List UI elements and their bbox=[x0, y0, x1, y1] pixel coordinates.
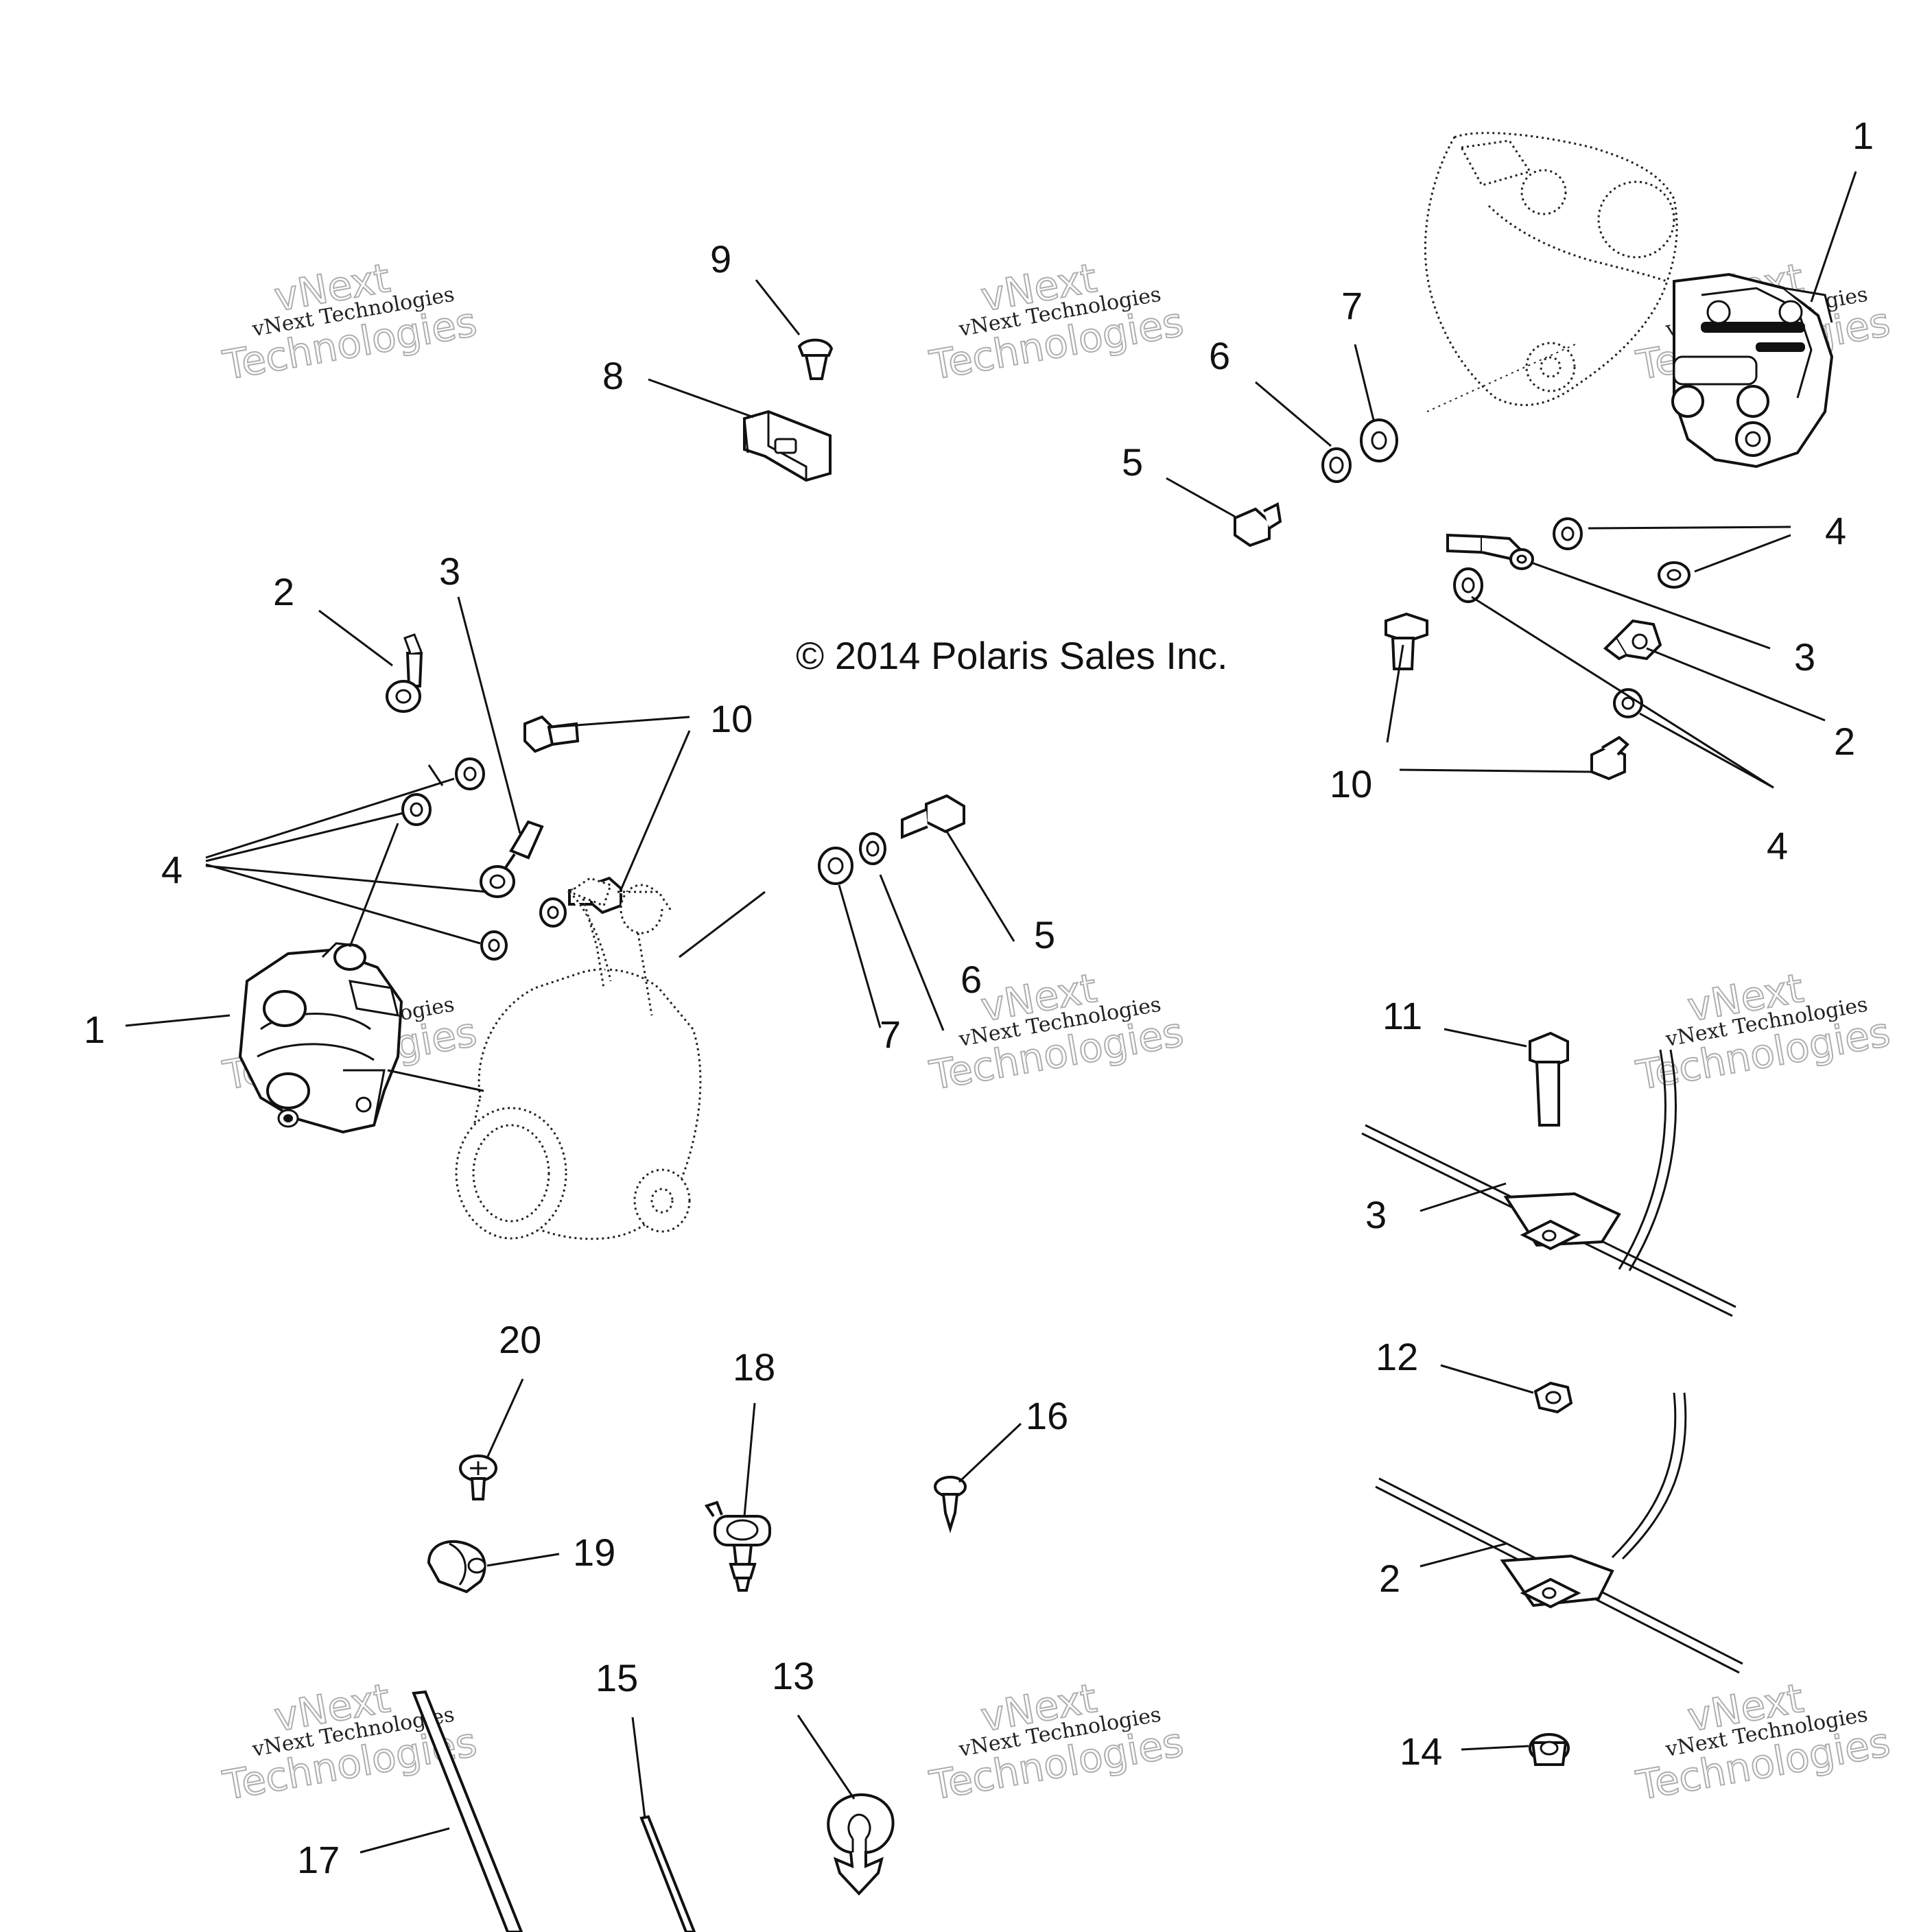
nut-14 bbox=[1529, 1733, 1570, 1766]
strip-17 bbox=[412, 1690, 523, 1932]
callout-2-clamp: 2 bbox=[1379, 1557, 1400, 1600]
washer-4-left-d bbox=[480, 930, 508, 961]
callout-4-right-top: 4 bbox=[1825, 509, 1846, 552]
callout-20: 20 bbox=[499, 1318, 541, 1361]
brake-line-clamp-2 bbox=[1375, 1392, 1743, 1674]
bolt-10-left-a bbox=[523, 715, 580, 753]
copyright-notice: © 2014 Polaris Sales Inc. bbox=[796, 634, 1228, 677]
callout-7-top: 7 bbox=[1341, 284, 1363, 327]
callout-17: 17 bbox=[297, 1838, 340, 1881]
washer-4-right-d bbox=[1613, 688, 1643, 718]
banjo-2-left bbox=[386, 633, 423, 713]
callout-14: 14 bbox=[1400, 1730, 1442, 1773]
bracket-8 bbox=[743, 410, 832, 482]
bolt-10-right-a bbox=[1385, 612, 1428, 670]
assembly-line-caliper-left bbox=[387, 1069, 484, 1092]
washer-7-mid bbox=[818, 847, 853, 885]
knuckle-left-dotted bbox=[455, 877, 702, 1240]
washer-4-right-a bbox=[1553, 517, 1583, 550]
washer-6-mid bbox=[859, 832, 886, 865]
clip-13 bbox=[827, 1793, 895, 1896]
nut-12 bbox=[1533, 1381, 1573, 1414]
callout-labels: 1 1 2 2 2 3 3 3 4 4 4 5 5 6 6 7 7 8 9 10… bbox=[84, 114, 1874, 1881]
callout-19: 19 bbox=[573, 1531, 615, 1574]
watermark-top-left: vNext vNext Technologies Technologies bbox=[219, 254, 481, 390]
banjo-3-right bbox=[1446, 533, 1534, 570]
rivet-16 bbox=[934, 1476, 967, 1533]
callout-11: 11 bbox=[1382, 994, 1422, 1037]
washer-4-left-b bbox=[401, 793, 432, 826]
clip-19 bbox=[427, 1540, 486, 1594]
knuckle-right-dotted bbox=[1424, 132, 1678, 406]
callout-6-mid: 6 bbox=[961, 958, 982, 1001]
callout-3-left: 3 bbox=[439, 550, 460, 593]
callout-2-left: 2 bbox=[273, 570, 294, 613]
callout-2-right: 2 bbox=[1834, 720, 1855, 763]
brake-line-clamp-3 bbox=[1361, 1049, 1736, 1317]
washer-6-right bbox=[1321, 447, 1352, 483]
washer-4-left-a bbox=[455, 757, 485, 790]
callout-18: 18 bbox=[733, 1345, 775, 1389]
screw-20 bbox=[459, 1454, 497, 1500]
callout-6-top: 6 bbox=[1209, 334, 1230, 377]
callout-3-clamp: 3 bbox=[1365, 1193, 1387, 1236]
callout-16: 16 bbox=[1026, 1394, 1068, 1437]
callout-1-top: 1 bbox=[1852, 114, 1874, 157]
callout-12: 12 bbox=[1376, 1335, 1418, 1378]
washer-4-left-c bbox=[539, 897, 567, 928]
callout-3-right: 3 bbox=[1794, 635, 1815, 679]
watermark-bottom-center: vNext vNext Technologies Technologies bbox=[926, 1674, 1188, 1810]
callout-4-right-bottom: 4 bbox=[1767, 824, 1788, 867]
callout-15: 15 bbox=[596, 1656, 638, 1699]
strip-15 bbox=[639, 1815, 696, 1932]
callout-5-top: 5 bbox=[1122, 440, 1143, 484]
caliper-right bbox=[1671, 272, 1834, 469]
bolt-11 bbox=[1529, 1031, 1569, 1127]
bolt-5-mid bbox=[901, 794, 965, 839]
callout-8: 8 bbox=[602, 354, 624, 397]
callout-7-mid: 7 bbox=[880, 1013, 901, 1056]
callout-5-mid: 5 bbox=[1034, 913, 1055, 956]
callout-13: 13 bbox=[772, 1654, 814, 1697]
leader-lines bbox=[125, 171, 1857, 1854]
assembly-line-left bbox=[679, 891, 766, 958]
callout-10-left: 10 bbox=[710, 697, 753, 740]
clip-18 bbox=[704, 1500, 771, 1592]
callout-10-right: 10 bbox=[1330, 762, 1372, 805]
watermark-bottom-right: vNext vNext Technologies Technologies bbox=[1632, 1674, 1894, 1810]
washer-4-right-b bbox=[1658, 561, 1690, 589]
callout-1-left: 1 bbox=[84, 1008, 105, 1051]
callout-9: 9 bbox=[710, 237, 731, 281]
bolt-10-right-b bbox=[1590, 735, 1629, 781]
watermark-mid-center: vNext vNext Technologies Technologies bbox=[926, 964, 1188, 1100]
washer-4-right-c bbox=[1453, 567, 1483, 603]
caliper-left bbox=[238, 942, 403, 1134]
callout-4-left: 4 bbox=[161, 848, 182, 891]
watermark-top-center: vNext vNext Technologies Technologies bbox=[926, 254, 1188, 390]
washer-7-right bbox=[1360, 419, 1398, 462]
rivet-9 bbox=[797, 338, 834, 380]
banjo-2-right bbox=[1603, 619, 1662, 661]
bolt-5-right bbox=[1234, 502, 1282, 547]
banjo-3-left bbox=[480, 820, 544, 898]
